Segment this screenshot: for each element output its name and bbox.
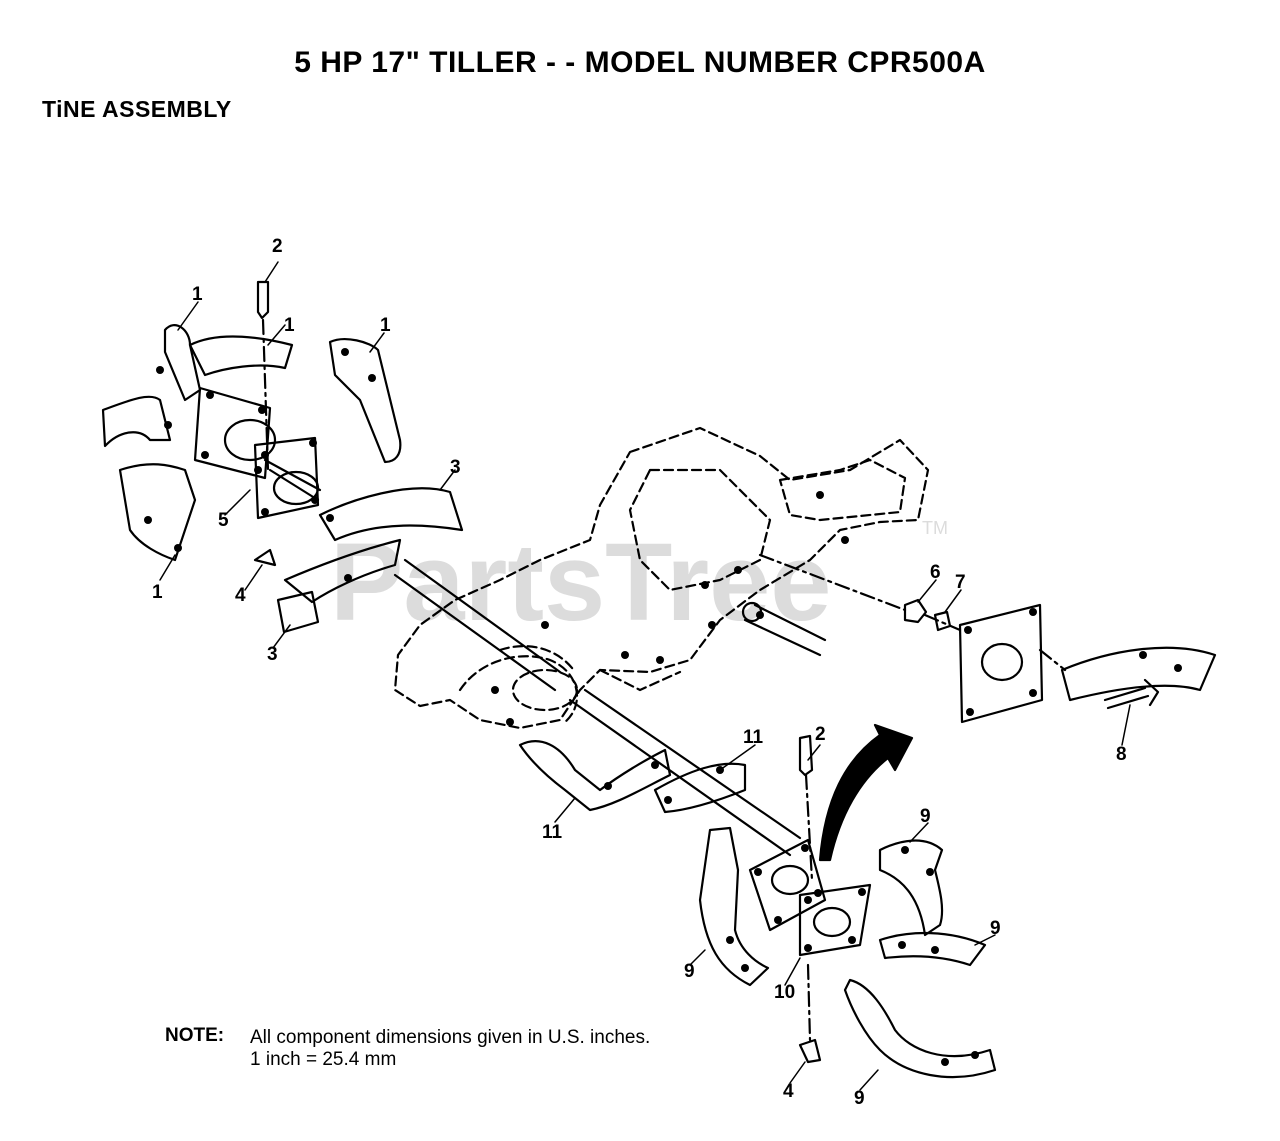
page-title: 5 HP 17" TILLER - - MODEL NUMBER CPR500A xyxy=(294,46,986,79)
tine-9-bolts xyxy=(726,846,979,1066)
left-tine-1-bottom xyxy=(118,463,197,562)
callout-7: 7 xyxy=(955,572,966,593)
lower-leader xyxy=(806,963,812,1042)
callout-2-b: 2 xyxy=(815,724,826,745)
lower-hub-plate-b xyxy=(798,883,872,957)
left-hub xyxy=(193,386,322,520)
left-tine-3-block xyxy=(276,590,320,634)
left-pin-leader xyxy=(261,318,270,472)
left-hairpin-clip xyxy=(253,548,277,567)
tine-shaft-right xyxy=(568,688,802,857)
output-shaft-end xyxy=(741,601,763,623)
callout-8: 8 xyxy=(1116,744,1127,765)
output-shaft xyxy=(743,603,827,657)
lower-hub-ring xyxy=(770,864,810,896)
tine-11-lower xyxy=(518,740,672,812)
lower-hairpin-clip xyxy=(798,1038,822,1064)
left-tine-1-mid xyxy=(188,335,294,377)
left-tine-3-upper xyxy=(318,487,464,542)
callout-9-d: 9 xyxy=(854,1088,865,1109)
callout-10: 10 xyxy=(774,982,795,1003)
callout-4-a: 4 xyxy=(235,585,246,606)
right-pin xyxy=(798,734,814,777)
callout-5: 5 xyxy=(218,510,229,531)
left-tine-bolts xyxy=(144,348,376,582)
lower-hub-bolts xyxy=(754,844,866,952)
callout-9-a: 9 xyxy=(920,806,931,827)
left-tine-3-lower xyxy=(283,538,402,604)
watermark-tm: TM xyxy=(922,518,948,538)
callout-leaders xyxy=(159,261,1131,1091)
right-pin-leader xyxy=(804,773,814,882)
tine-9-mid-right xyxy=(878,931,987,967)
note-line-1: All component dimensions given in U.S. i… xyxy=(250,1027,651,1048)
callout-1-a: 1 xyxy=(192,284,203,305)
right-plate xyxy=(958,603,1044,724)
lower-hub-ring-b xyxy=(812,906,852,938)
tine-9-bottom xyxy=(843,978,997,1079)
lower-hub-plate-a xyxy=(748,838,827,932)
transmission-housing xyxy=(393,426,930,730)
watermark: PartsTree xyxy=(330,521,831,644)
callout-11-b: 11 xyxy=(542,822,563,843)
callout-2-a: 2 xyxy=(272,236,283,257)
callout-11-a: 11 xyxy=(743,727,764,748)
rotation-arrow xyxy=(818,723,914,862)
right-nut xyxy=(903,598,928,624)
left-tine-1-top xyxy=(163,324,202,402)
callout-1-d: 1 xyxy=(152,582,163,603)
right-bolt xyxy=(1103,678,1160,710)
callout-3-b: 3 xyxy=(267,644,278,665)
tine-11-upper xyxy=(653,762,747,814)
left-hub-bolts xyxy=(201,391,319,516)
right-leader xyxy=(758,553,1067,672)
callout-4-b: 4 xyxy=(783,1081,794,1102)
right-plate-hole xyxy=(980,642,1024,682)
callout-numbers: 1 1 1 1 2 2 3 3 4 4 5 6 7 8 9 9 9 9 10 1… xyxy=(152,236,1127,1109)
transmission-bolts xyxy=(491,491,849,726)
tine-9-upper-right xyxy=(878,839,944,937)
callout-1-c: 1 xyxy=(380,315,391,336)
tine-9-left xyxy=(698,826,770,987)
left-tine-1-right xyxy=(328,338,402,464)
note-label: NOTE: xyxy=(165,1025,225,1046)
callout-1-b: 1 xyxy=(284,315,295,336)
left-pin xyxy=(256,280,270,320)
left-tine-1-lower xyxy=(101,395,172,448)
callout-9-c: 9 xyxy=(684,961,695,982)
right-plate-bolts xyxy=(964,608,1182,716)
right-tine xyxy=(1060,646,1217,702)
section-title: TiNE ASSEMBLY xyxy=(42,96,232,122)
tine-shaft xyxy=(393,558,562,692)
callout-6: 6 xyxy=(930,562,941,583)
note-line-2: 1 inch = 25.4 mm xyxy=(250,1049,397,1070)
callout-9-b: 9 xyxy=(990,918,1001,939)
callout-3-a: 3 xyxy=(450,457,461,478)
